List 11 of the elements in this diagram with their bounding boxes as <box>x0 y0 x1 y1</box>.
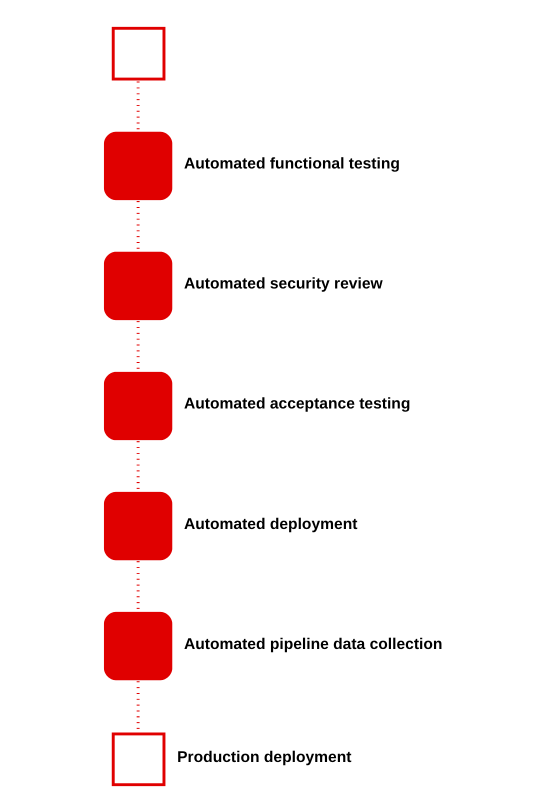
node-box <box>104 252 172 320</box>
node-label: Automated security review <box>184 276 383 293</box>
node-label: Automated pipeline data collection <box>184 636 442 653</box>
node-box <box>104 372 172 440</box>
node-box <box>104 492 172 560</box>
node-label: Automated functional testing <box>184 156 400 173</box>
node-box <box>104 132 172 200</box>
node-label: Automated deployment <box>184 516 358 533</box>
node-label: Production deployment <box>177 749 352 766</box>
node-box <box>104 612 172 680</box>
node-label: Automated acceptance testing <box>184 396 410 413</box>
